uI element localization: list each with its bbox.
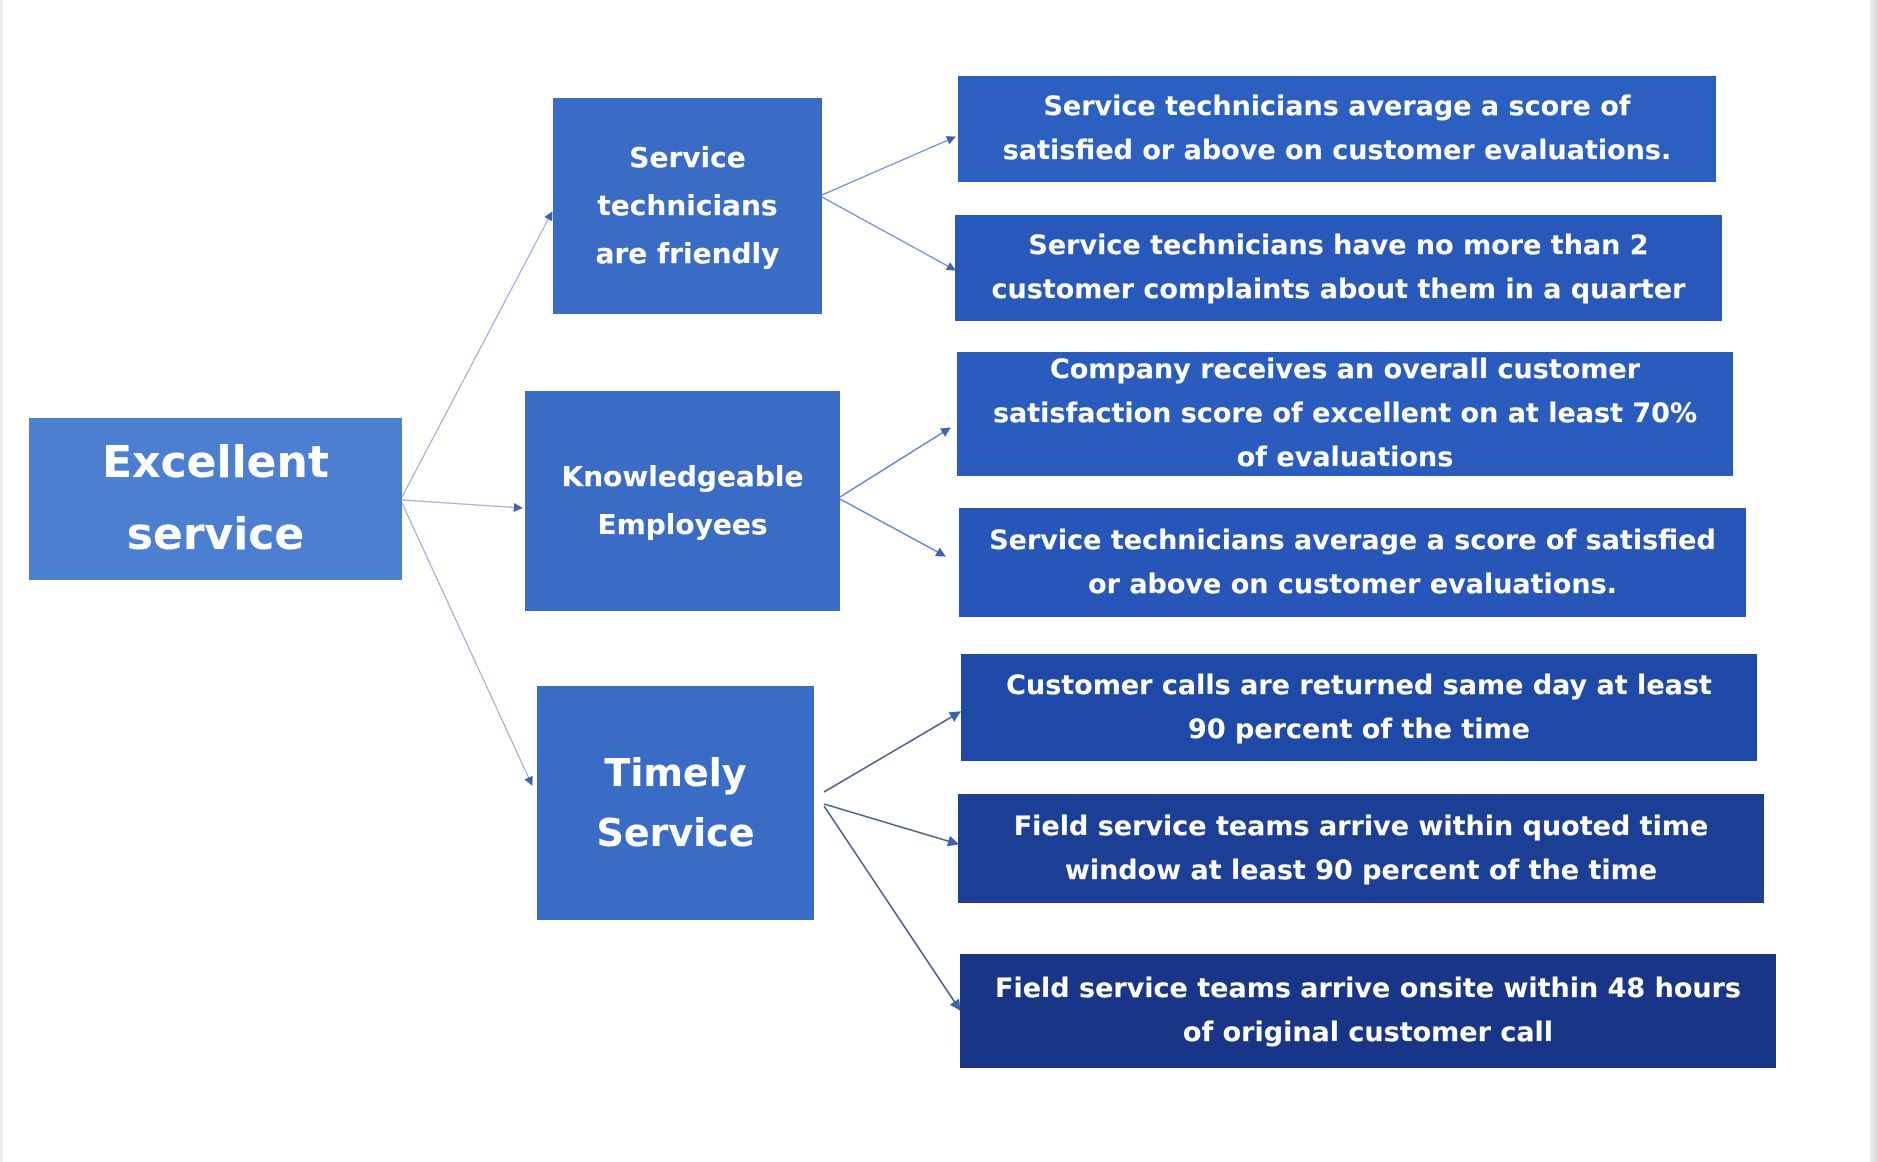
arrow-knowledgeable-to-outcome-2 <box>839 498 946 557</box>
root-node: Excellent service <box>29 418 402 580</box>
arrow-root-to-timely <box>401 502 533 786</box>
outcome-knowledgeable-1: Company receives an overall customer sat… <box>957 352 1733 476</box>
category-node-timely: Timely Service <box>537 686 814 920</box>
arrow-root-to-friendly <box>401 211 553 498</box>
arrow-timely-to-outcome-2 <box>823 803 960 847</box>
arrow-timely-to-outcome-1 <box>823 711 961 793</box>
outcome-timely-1: Customer calls are returned same day at … <box>961 654 1757 761</box>
arrow-friendly-to-outcome-1 <box>821 136 956 196</box>
outcome-friendly-2: Service technicians have no more than 2 … <box>955 215 1722 321</box>
arrow-friendly-to-outcome-2 <box>821 196 956 271</box>
outcome-friendly-1: Service technicians average a score of s… <box>958 76 1716 182</box>
category-node-friendly: Service technicians are friendly <box>553 98 822 314</box>
page-edge-left <box>0 0 3 1162</box>
page-edge-right <box>1870 0 1878 1162</box>
arrow-timely-to-outcome-3 <box>823 805 961 1011</box>
arrow-knowledgeable-to-outcome-1 <box>839 427 951 498</box>
outcome-timely-3: Field service teams arrive onsite within… <box>960 954 1776 1068</box>
arrow-root-to-knowledgeable <box>401 499 523 512</box>
category-node-knowledgeable: Knowledgeable Employees <box>525 391 840 611</box>
outcome-timely-2: Field service teams arrive within quoted… <box>958 794 1764 903</box>
outcome-knowledgeable-2: Service technicians average a score of s… <box>959 508 1746 617</box>
